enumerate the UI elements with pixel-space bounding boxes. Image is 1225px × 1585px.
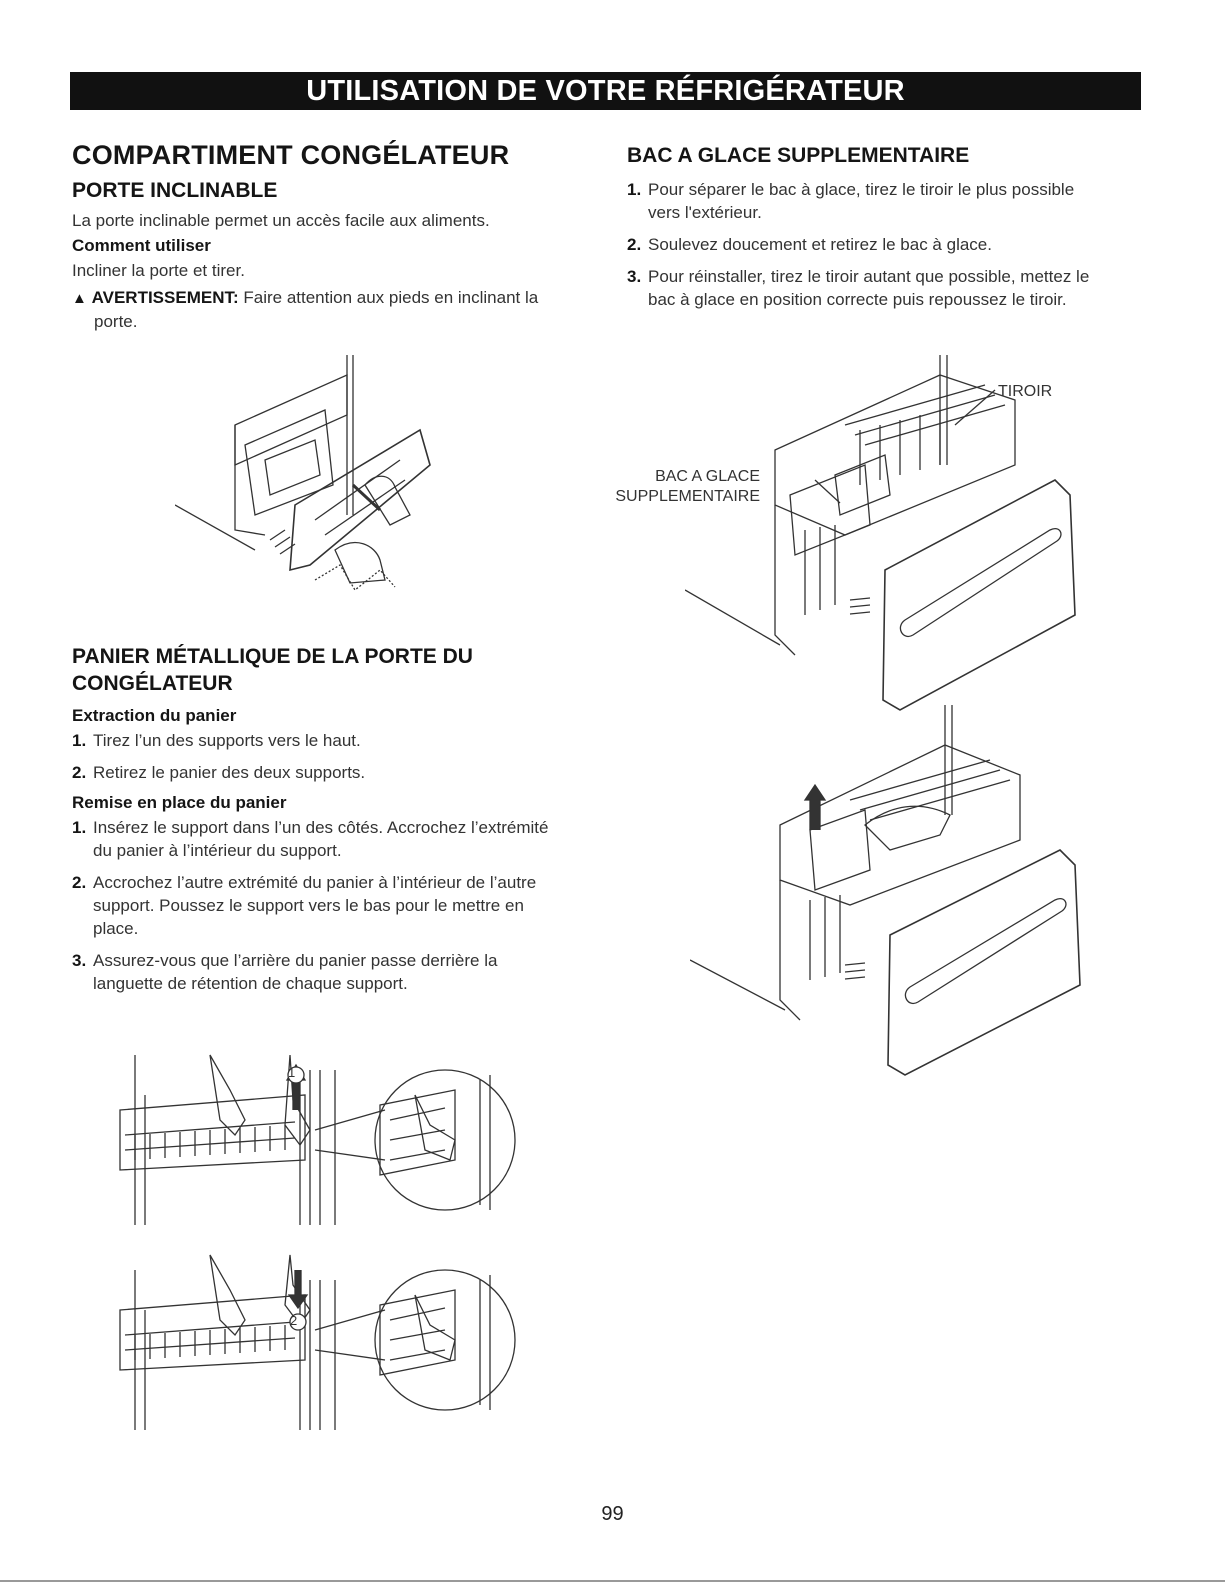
right-column: BAC A GLACE SUPPLEMENTAIRE 1.Pour sépare… bbox=[627, 140, 1097, 320]
list-item: 2.Accrochez l’autre extrémité du panier … bbox=[72, 872, 537, 938]
step-2-marker: 2 bbox=[290, 1313, 298, 1328]
basket-step2-illustration: 2 bbox=[115, 1250, 525, 1430]
warning-text: Faire attention aux pieds en inclinant l… bbox=[94, 288, 539, 331]
ice-bin-label-line1: BAC A GLACE bbox=[655, 468, 760, 485]
list-item: 1.Pour séparer le bac à glace, tirez le … bbox=[627, 180, 1075, 222]
ice-bin-label-line2: SUPPLEMENTAIRE bbox=[615, 488, 760, 505]
left-column: COMPARTIMENT CONGÉLATEUR PORTE INCLINABL… bbox=[72, 140, 572, 337]
warning-note: ▲ AVERTISSEMENT: Faire attention aux pie… bbox=[72, 286, 572, 333]
list-item: 3.Pour réinstaller, tirez le tiroir auta… bbox=[627, 267, 1090, 309]
subsection-title-tilt-door: PORTE INCLINABLE bbox=[72, 179, 278, 202]
bottom-divider bbox=[0, 1580, 1225, 1582]
tiroir-label: TIROIR bbox=[998, 383, 1053, 400]
section-title-freezer: COMPARTIMENT CONGÉLATEUR bbox=[72, 140, 510, 170]
ice-bin-drawer-illustration-2 bbox=[690, 705, 1090, 1080]
subsection-title-ice-bin: BAC A GLACE SUPPLEMENTAIRE bbox=[627, 144, 970, 167]
list-item: 2.Retirez le panier des deux supports. bbox=[72, 762, 366, 782]
list-item: 1.Tirez l’un des supports vers le haut. bbox=[72, 730, 361, 750]
subsection-title-basket: PANIER MÉTALLIQUE DE LA PORTE DU CONGÉLA… bbox=[72, 645, 473, 696]
list-item: 3.Assurez-vous que l’arrière du panier p… bbox=[72, 950, 498, 993]
how-to-use-label: Comment utiliser bbox=[72, 236, 211, 255]
basket-step1-illustration: 1 bbox=[115, 1050, 525, 1225]
reinstall-label: Remise en place du panier bbox=[72, 792, 287, 812]
step-1-marker: 1 bbox=[288, 1065, 296, 1080]
page-number: 99 bbox=[601, 1503, 624, 1525]
extraction-steps: 1.Tirez l’un des supports vers le haut. … bbox=[72, 729, 572, 784]
how-to-use-text: Incliner la porte et tirer. bbox=[72, 261, 245, 280]
list-item: 1.Insérez le support dans l’un des côtés… bbox=[72, 817, 549, 860]
page-header-banner: UTILISATION DE VOTRE RÉFRIGÉRATEUR bbox=[70, 72, 1141, 110]
warning-icon: ▲ bbox=[72, 290, 87, 307]
warning-label: AVERTISSEMENT: bbox=[91, 288, 239, 307]
basket-section: PANIER MÉTALLIQUE DE LA PORTE DU CONGÉLA… bbox=[72, 643, 572, 1004]
tilt-door-intro: La porte inclinable permet un accès faci… bbox=[72, 211, 490, 230]
extraction-label: Extraction du panier bbox=[72, 705, 237, 725]
reinstall-steps: 1.Insérez le support dans l’un des côtés… bbox=[72, 816, 572, 995]
list-item: 2.Soulevez doucement et retirez le bac à… bbox=[627, 235, 992, 254]
tilt-door-illustration bbox=[175, 355, 435, 595]
ice-bin-drawer-illustration-1: TIROIR BAC A GLACE SUPPLEMENTAIRE bbox=[615, 355, 1085, 720]
ice-bin-steps: 1.Pour séparer le bac à glace, tirez le … bbox=[627, 178, 1097, 311]
